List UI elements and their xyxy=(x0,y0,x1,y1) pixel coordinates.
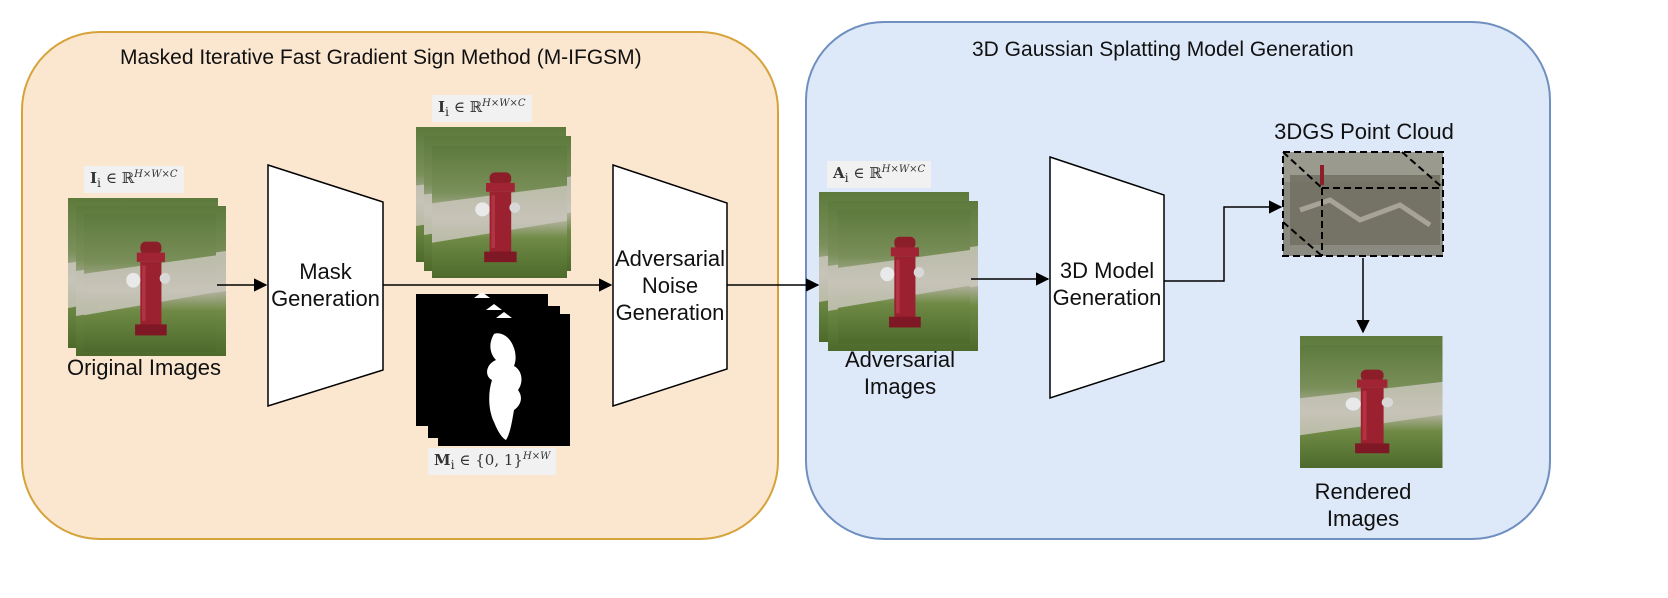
mask-math-label: Mi ∈ {0, 1}H×W xyxy=(428,448,557,475)
mask-images-stack xyxy=(416,292,570,446)
rendered-images-stack xyxy=(1300,336,1443,468)
input-images-stack xyxy=(416,127,571,278)
mask-generation-label: Mask Generation xyxy=(271,259,380,311)
adversarial-noise-generation-label: Adversarial Noise Generation xyxy=(614,246,726,325)
model-generation-block xyxy=(1049,155,1165,400)
adversarial-noise-generation-block xyxy=(612,163,728,408)
input-math-label-left: Ii ∈ ℝH×W×C xyxy=(84,166,184,193)
arrow-model-to-pointcloud xyxy=(1164,200,1283,282)
point-cloud-image xyxy=(1282,151,1444,257)
adversarial-math-label: Ai ∈ ℝH×W×C xyxy=(827,161,932,188)
mask-generation-block xyxy=(267,163,384,408)
adversarial-images-label: Adversarial Images xyxy=(844,347,956,399)
adversarial-images-stack xyxy=(819,192,978,351)
rendered-images-label: Rendered Images xyxy=(1314,479,1412,531)
right-panel-title: 3D Gaussian Splatting Model Generation xyxy=(972,38,1354,61)
model-generation-label: 3D Model Generation xyxy=(1052,258,1162,310)
point-cloud-label: 3DGS Point Cloud xyxy=(1274,119,1454,144)
original-images-label: Original Images xyxy=(66,355,222,380)
left-panel-title: Masked Iterative Fast Gradient Sign Meth… xyxy=(120,46,642,69)
input-math-label-top: Ii ∈ ℝH×W×C xyxy=(432,95,532,122)
original-images-stack xyxy=(68,198,226,356)
